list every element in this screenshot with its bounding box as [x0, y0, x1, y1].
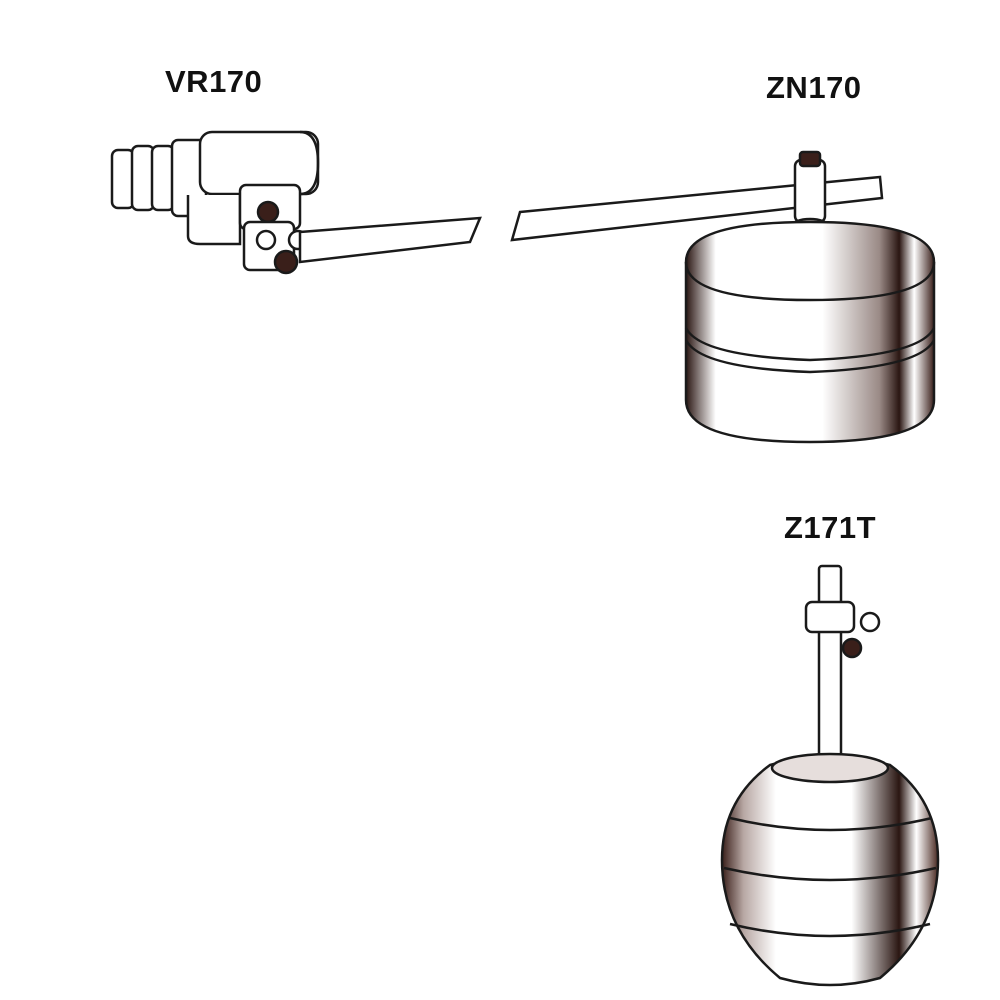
valve-arm	[298, 216, 482, 264]
round-float	[684, 220, 936, 444]
valve-thread-ring-2	[130, 144, 156, 212]
wing-nut	[273, 249, 299, 275]
valve-thread-ring-3	[150, 144, 176, 212]
zn170-float-assembly	[510, 150, 936, 444]
ball-float	[720, 755, 940, 987]
label-zn170: ZN170	[766, 70, 862, 105]
z171t-vertical-float	[720, 564, 940, 987]
clamp-screw	[841, 637, 863, 659]
float-arm	[510, 175, 884, 242]
label-vr170: VR170	[165, 64, 263, 99]
float-stem	[793, 158, 827, 224]
float-rod	[817, 564, 843, 764]
vr170-valve	[110, 130, 482, 275]
stem-cap	[798, 150, 822, 168]
label-z171t: Z171T	[784, 510, 877, 545]
pivot-pin	[256, 200, 280, 224]
valve-lower-body	[186, 195, 242, 246]
valve-thread-ring-1	[110, 148, 136, 210]
rod-clamp	[804, 600, 856, 634]
